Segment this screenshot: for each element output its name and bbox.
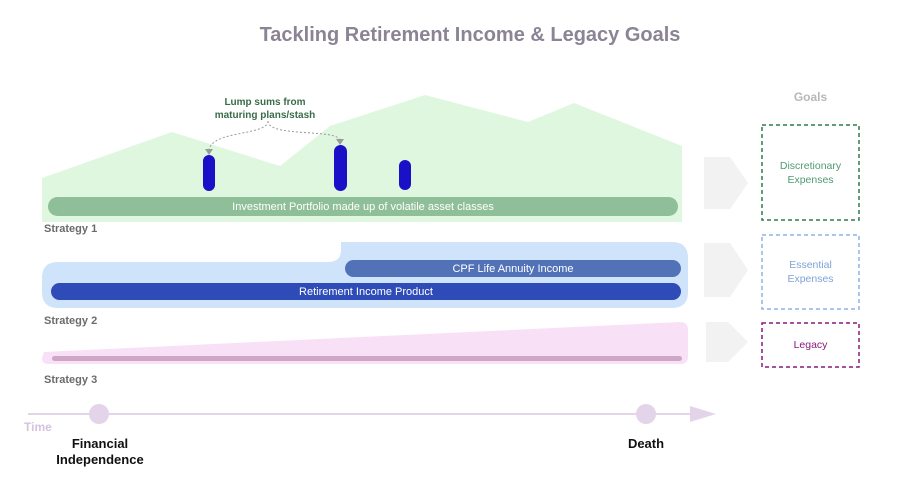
- goals-header: Goals: [793, 90, 828, 104]
- cpf-bar-label: CPF Life Annuity Income: [452, 262, 574, 275]
- portfolio-bar-label: Investment Portfolio made up of volatile…: [232, 200, 494, 213]
- goal-essential-line2: Expenses: [787, 273, 834, 285]
- lump-sum-label-line2: maturing plans/stash: [214, 110, 316, 121]
- legacy-bar: [52, 356, 682, 361]
- timeline-start-line1: Financial: [71, 436, 129, 451]
- page-title: Tackling Retirement Income & Legacy Goal…: [259, 24, 681, 46]
- retirement-bar-label: Retirement Income Product: [299, 285, 433, 298]
- goal-discretionary-line2: Expenses: [787, 173, 834, 186]
- timeline-marker-end: [636, 404, 656, 424]
- goal-essential-label: Essential Expenses: [762, 235, 859, 309]
- timeline-start-label: Financial Independence: [40, 436, 160, 468]
- lump-sum-bar-1: [203, 155, 215, 191]
- strategy3-area: [42, 322, 688, 364]
- timeline-start-line2: Independence: [56, 452, 144, 467]
- retirement-bar-shape: [51, 283, 681, 300]
- lump-arrowhead-left: [205, 149, 213, 155]
- arrow-discretionary: [704, 157, 748, 209]
- goal-discretionary-line1: Discretionary: [779, 159, 842, 172]
- arrow-essential: [704, 243, 748, 297]
- timeline-arrowhead: [690, 406, 716, 422]
- lump-sum-bar-3: [399, 160, 411, 190]
- lump-connector-right: [267, 120, 341, 142]
- arrow-legacy: [706, 322, 748, 362]
- lump-connector-left: [208, 120, 269, 152]
- goal-box-legacy: [761, 322, 860, 368]
- goal-legacy-label: Legacy: [793, 339, 828, 351]
- portfolio-bar: [48, 197, 678, 216]
- goal-box-essential: [761, 234, 860, 310]
- strategy2-label: Strategy 2: [44, 315, 98, 327]
- goal-discretionary-label: Discretionary Expenses: [762, 125, 859, 220]
- timeline-axis-label: Time: [24, 420, 52, 434]
- lump-sum-bar-2: [334, 145, 347, 191]
- strategy1-area: [42, 95, 682, 222]
- strategy1-label: Strategy 1: [44, 223, 98, 235]
- lump-sum-label-line1: Lump sums from: [224, 97, 306, 108]
- goal-box-discretionary: [761, 124, 860, 221]
- timeline-marker-start: [89, 404, 109, 424]
- cpf-bar-shape: [345, 260, 681, 277]
- strategy3-label: Strategy 3: [44, 374, 98, 386]
- goal-essential-line1: Essential: [789, 259, 832, 271]
- lump-arrowhead-right: [336, 139, 344, 145]
- timeline-end-label: Death: [627, 436, 665, 451]
- lump-sum-label: Lump sums from maturing plans/stash: [195, 96, 335, 122]
